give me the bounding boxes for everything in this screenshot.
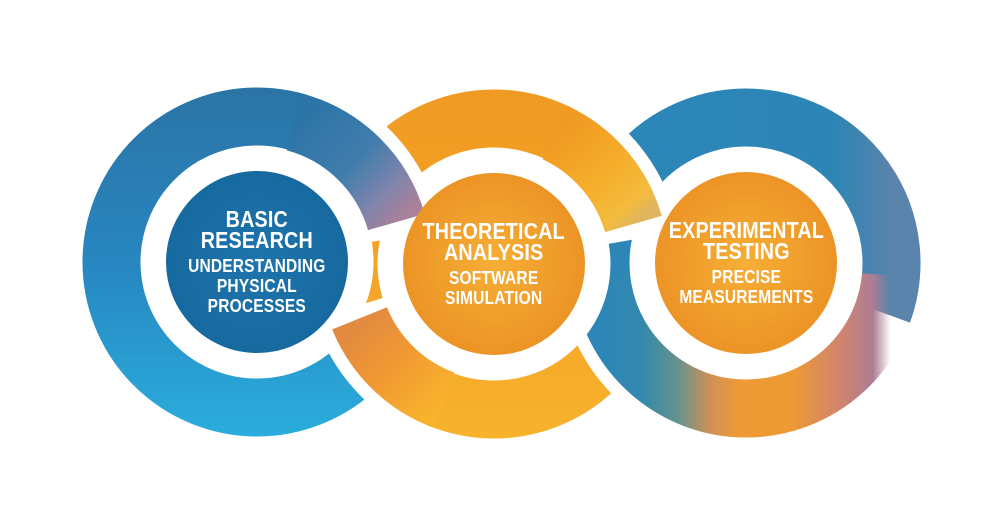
ring-1-overlay-arc — [286, 93, 425, 232]
ring-2-top-overlay-arc — [542, 105, 662, 233]
disc-experimental-testing — [655, 172, 837, 354]
ring-3-inner-gap — [629, 146, 863, 380]
disc-theoretical-analysis — [403, 173, 585, 355]
ring-1-inner-gap — [140, 145, 374, 379]
ring-3-band-bottom — [572, 272, 920, 438]
ring-2-bottom-overlay-arc — [332, 306, 456, 428]
disc-basic-research — [166, 171, 348, 353]
